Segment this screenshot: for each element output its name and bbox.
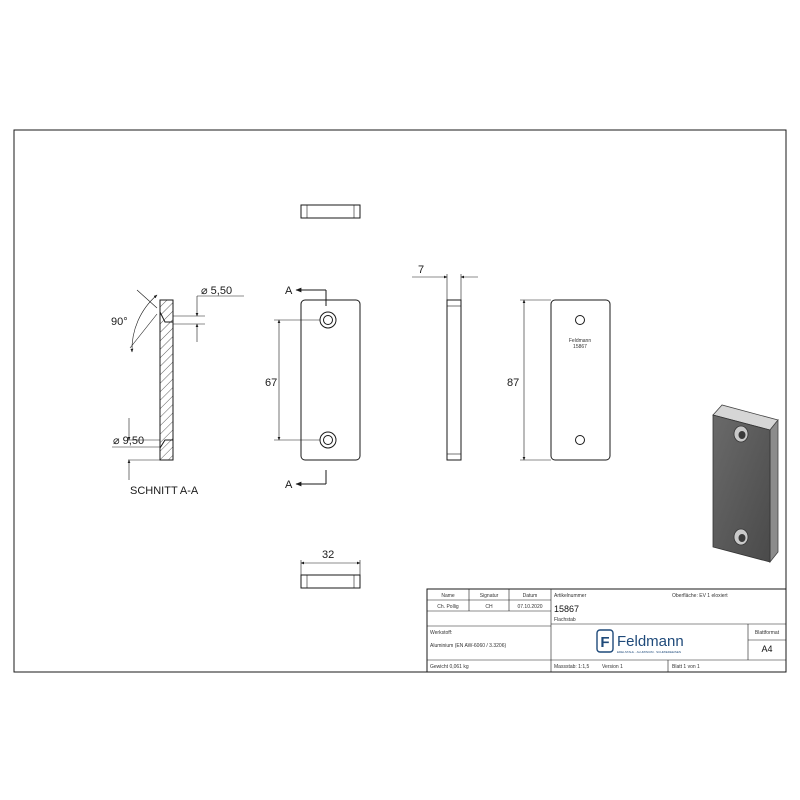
section-hatch (159, 299, 174, 461)
tb-header-date: Datum (523, 593, 538, 599)
tb-weight: Gewicht 0,061 kg (430, 664, 469, 670)
rear-view: Feldmann 15867 87 (507, 299, 611, 461)
height-dim: 87 (507, 377, 519, 389)
tb-version: Version 1 (602, 664, 623, 670)
large-hole-dim: ⌀ 9,50 (113, 435, 144, 447)
side-view: 7 (412, 264, 478, 461)
hole-bottom (319, 431, 337, 449)
tb-article-label: Artikelnummer (554, 593, 587, 599)
section-marker-top: A (285, 285, 293, 297)
engraving-line-1: Feldmann (569, 338, 591, 344)
small-hole-dim: ⌀ 5,50 (201, 285, 232, 297)
width-dim: 32 (322, 549, 334, 561)
thickness-dim: 7 (418, 264, 424, 276)
plate-rear (550, 299, 611, 461)
tb-surface: Oberfläche: EV 1 eloxiert (672, 593, 728, 599)
title-block: Name Signatur Datum Ch. Pollig CH 07.10.… (426, 588, 787, 673)
hole-top (319, 311, 337, 329)
tb-name: Ch. Pollig (437, 604, 459, 610)
svg-text:F: F (600, 634, 609, 651)
tb-date: 07.10.2020 (517, 604, 542, 610)
tb-material-label: Werkstoff: (430, 630, 452, 636)
tb-material: Aluminium (EN AW-6060 / 3.3206) (430, 643, 506, 649)
section-marker-bottom: A (285, 479, 293, 491)
countersink-top (159, 299, 174, 323)
tb-signature: CH (485, 604, 493, 610)
tb-article-number: 15867 (554, 604, 579, 614)
tb-header-signature: Signatur (480, 593, 499, 599)
tb-scale: Massstab: 1:1,5 (554, 664, 590, 670)
engraving-line-2: 15867 (573, 344, 587, 350)
hole-spacing-dim: 67 (265, 377, 277, 389)
company-name: Feldmann (617, 633, 684, 650)
sheet-frame (13, 129, 787, 673)
feldmann-logo: F Feldmann EDELSTAHL · ALUMINIUM · SCHMI… (596, 629, 684, 654)
front-view: A A 67 32 (265, 204, 361, 589)
isometric-view (712, 404, 779, 564)
tb-format: A4 (761, 644, 772, 654)
section-view: ⌀ 5,50 90° ⌀ 9,50 SCHNITT A-A (111, 285, 244, 497)
tb-format-label: Blattformat (755, 630, 780, 636)
plate-front (300, 299, 361, 461)
tb-sheet: Blatt 1 von 1 (672, 664, 700, 670)
tb-header-name: Name (441, 593, 455, 599)
section-label: SCHNITT A-A (130, 485, 199, 497)
company-tagline: EDELSTAHL · ALUMINIUM · SCHMIEDEEISEN (617, 650, 681, 654)
angle-dim: 90° (111, 316, 128, 328)
countersink-bottom (159, 439, 174, 461)
tb-description: Flachstab (554, 617, 576, 623)
plate-side (446, 299, 462, 461)
